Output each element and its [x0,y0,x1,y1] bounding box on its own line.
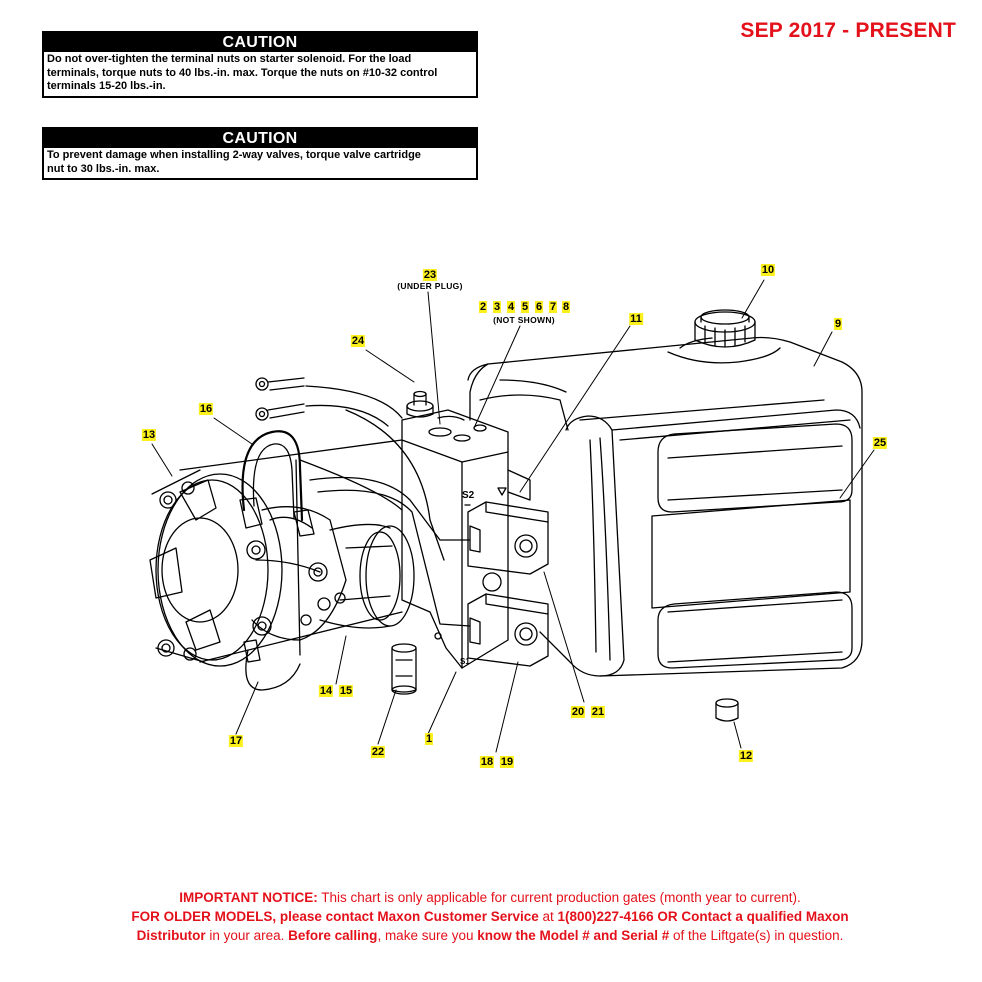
ground-cable [243,639,301,691]
caution-text: To prevent damage when installing 2-way … [47,149,421,175]
caution-text: Do not over-tighten the terminal nuts on… [47,53,438,92]
leader-lines [151,279,875,753]
callout-21: 21 [590,706,606,718]
callout-22: 22 [370,746,386,758]
callout-25: 25 [872,437,888,449]
notice-line-2: FOR OLDER MODELS, please contact Maxon C… [131,909,849,924]
callout-2: 2 [478,301,488,313]
caution-title: CAUTION [44,129,476,148]
callout-6: 6 [534,301,544,313]
date-range-label: SEP 2017 - PRESENT [740,19,956,42]
callout-note-under-plug: (UNDER PLUG) [397,281,463,291]
callout-4: 4 [506,301,516,313]
callout-7: 7 [548,301,558,313]
electric-motor [149,439,415,667]
control-wires [255,377,471,627]
callout-24: 24 [350,335,366,347]
callout-14: 14 [318,685,334,697]
pressure-fitting [391,643,417,695]
caution-title: CAUTION [44,33,476,52]
callout-9: 9 [833,318,843,330]
drain-plug [715,698,739,722]
notice-line-3: Distributor in your area. Before calling… [136,928,844,943]
starter-solenoid [246,506,347,641]
callout-8: 8 [561,301,571,313]
callout-16: 16 [198,403,214,415]
callout-17: 17 [228,735,244,747]
filler-cap [694,309,756,348]
valve-label-s1: S1 [460,657,470,666]
valve-cartridge [482,469,531,592]
callout-5: 5 [520,301,530,313]
callout-11: 11 [629,313,643,325]
battery-cable [239,430,315,537]
callout-23: 23 [422,269,438,281]
callout-19: 19 [499,756,515,768]
notice-line-1: IMPORTANT NOTICE: This chart is only app… [179,890,801,905]
valve-plug [406,390,434,418]
callout-20: 20 [570,706,586,718]
caution-box-valves: CAUTION To prevent damage when installin… [42,127,478,180]
important-notice: IMPORTANT NOTICE: This chart is only app… [40,888,940,945]
valve-label-s2: S2 [462,490,475,501]
callout-note-not-shown: (NOT SHOWN) [493,315,555,325]
callout-12: 12 [738,750,754,762]
reservoir-tank [467,336,863,677]
callout-15: 15 [338,685,354,697]
callout-1: 1 [424,733,434,745]
callout-13: 13 [141,429,157,441]
solenoid-coil-lower [467,593,549,667]
solenoid-coil-upper [467,501,549,575]
callout-10: 10 [760,264,776,276]
callout-18: 18 [479,756,495,768]
valve-block: S2 S1 [401,409,509,669]
caution-box-solenoid: CAUTION Do not over-tighten the terminal… [42,31,478,98]
callout-3: 3 [492,301,502,313]
